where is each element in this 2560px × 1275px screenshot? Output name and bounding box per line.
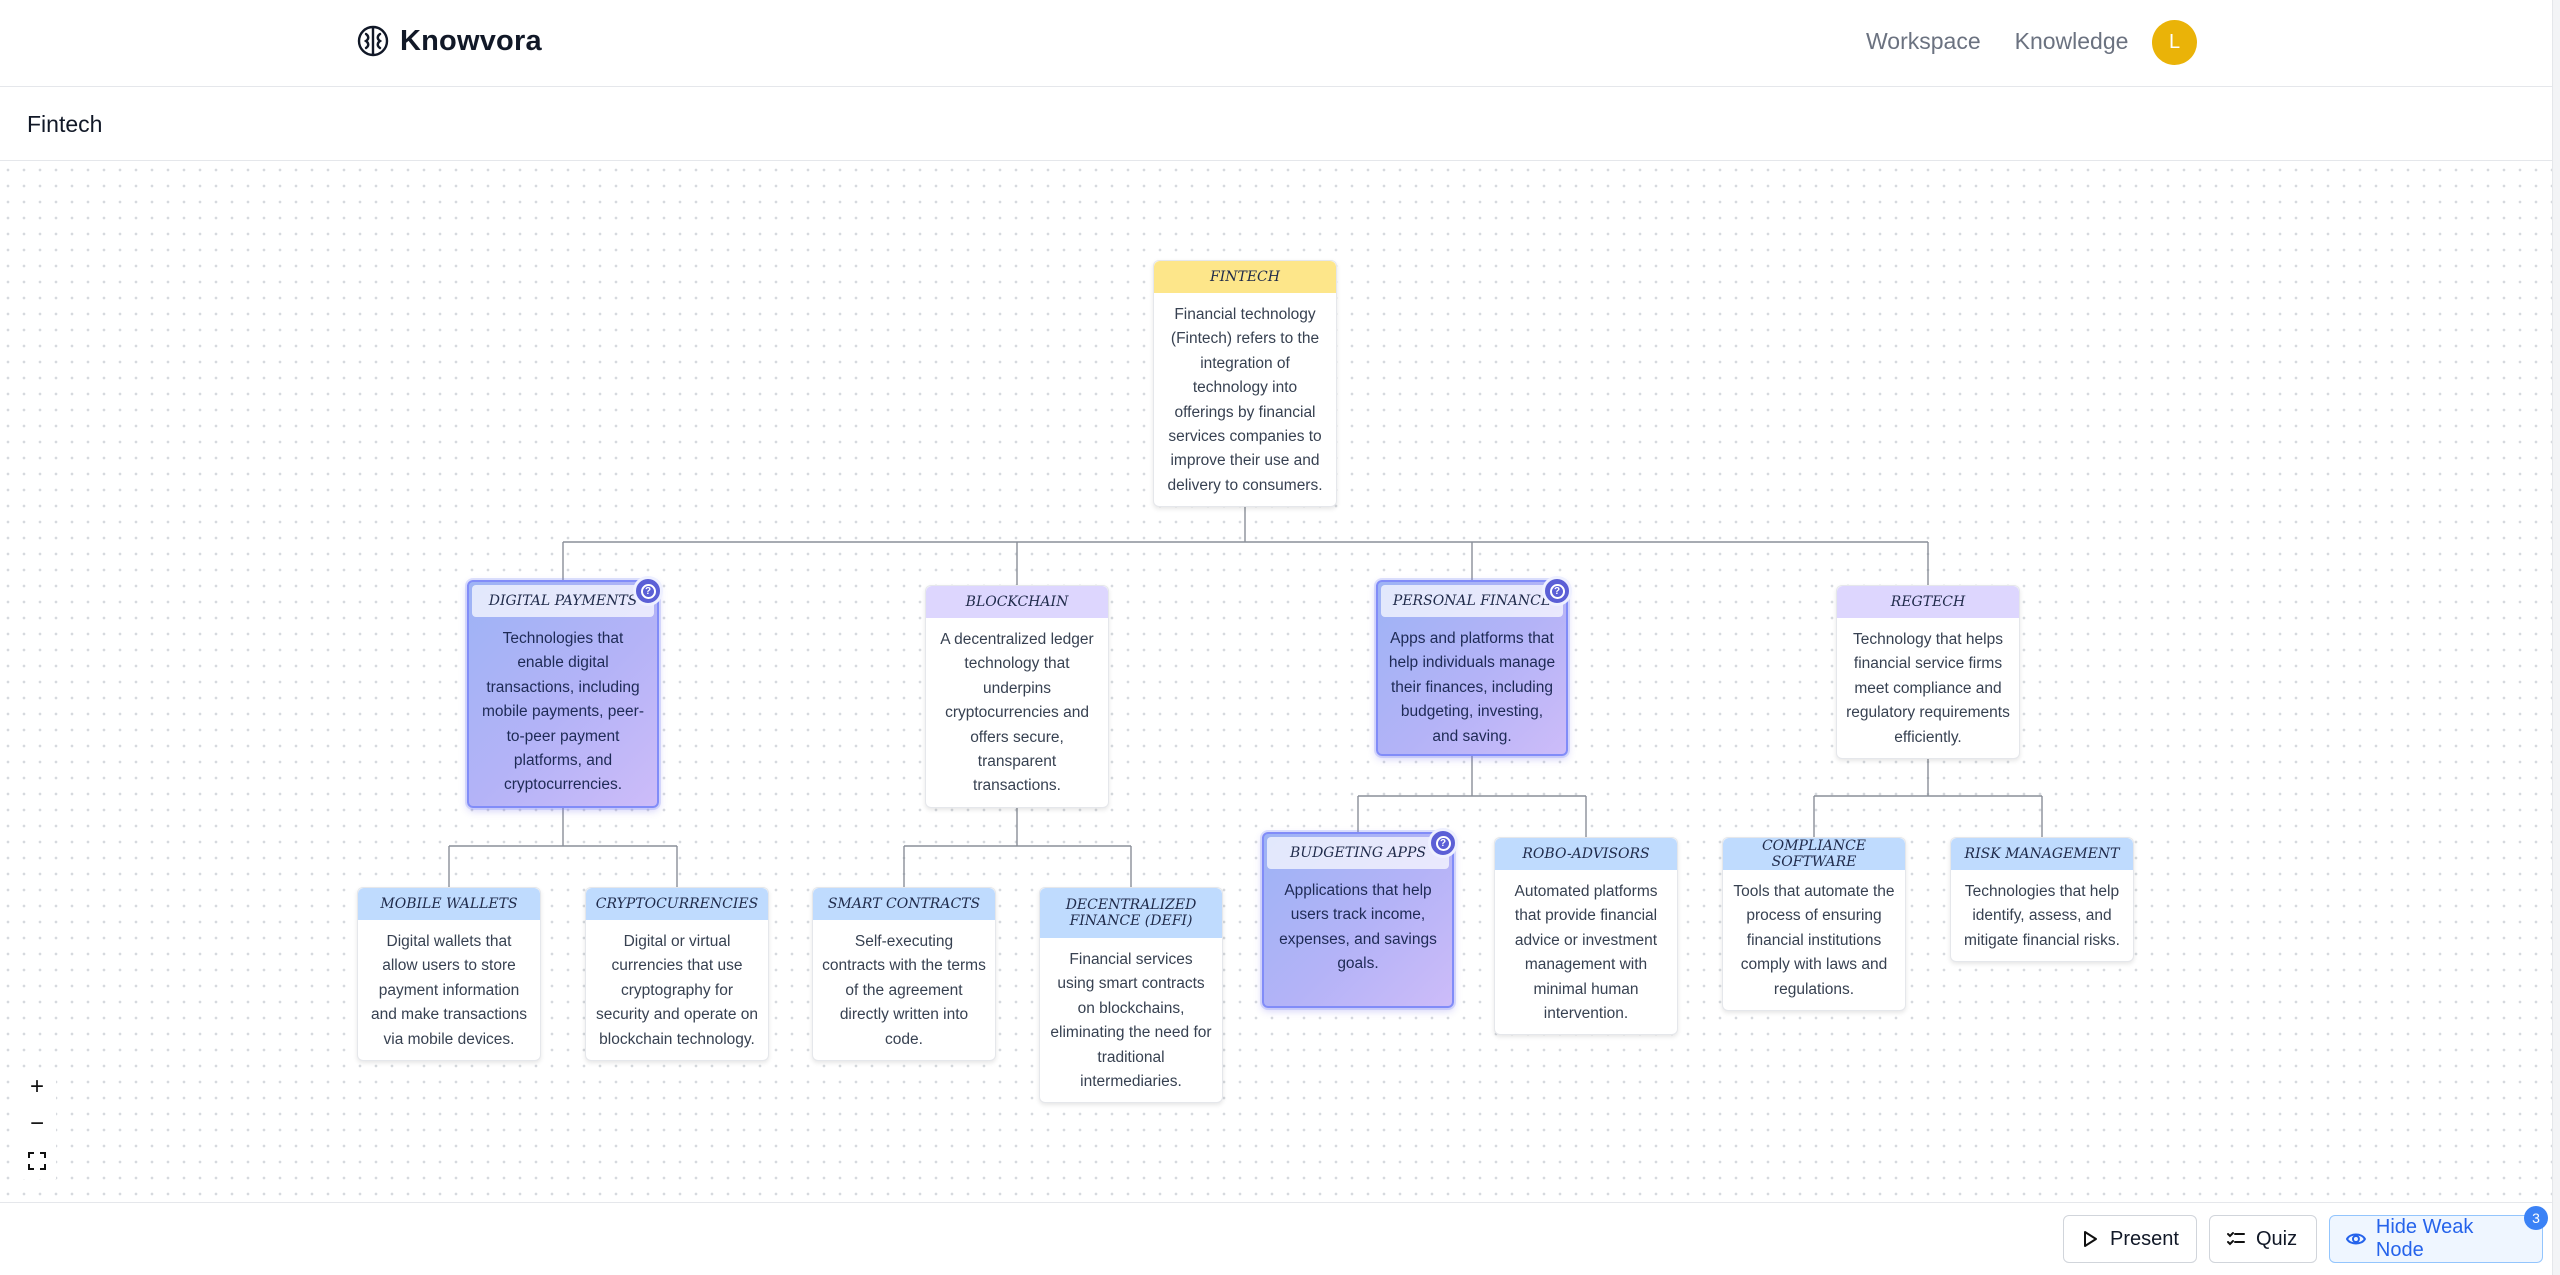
weak-node-count-badge: 3 bbox=[2524, 1206, 2548, 1230]
node-blockchain[interactable]: Blockchain A decentralized ledger techno… bbox=[925, 585, 1109, 808]
user-avatar[interactable]: L bbox=[2152, 20, 2197, 65]
eye-icon bbox=[2346, 1233, 2366, 1245]
node-title: Decentralized Finance (DeFi) bbox=[1040, 888, 1222, 938]
node-description: Technology that helps financial service … bbox=[1846, 631, 2010, 746]
hide-weak-node-button[interactable]: Hide Weak Node 3 bbox=[2329, 1206, 2548, 1263]
node-title: Budgeting Apps bbox=[1267, 837, 1449, 869]
top-nav: Workspace Knowledge bbox=[1866, 28, 2128, 55]
top-header: Knowvora Workspace Knowledge L bbox=[0, 0, 2552, 87]
zoom-out-icon[interactable]: − bbox=[29, 1109, 44, 1137]
node-smart-contracts[interactable]: Smart Contracts Self-executing contracts… bbox=[812, 887, 996, 1062]
brain-logo-icon bbox=[357, 25, 389, 57]
brand[interactable]: Knowvora bbox=[356, 24, 542, 58]
mindmap-canvas[interactable]: Fintech Financial technology (Fintech) r… bbox=[0, 162, 2552, 1202]
nav-workspace-link[interactable]: Workspace bbox=[1866, 28, 1981, 54]
present-button[interactable]: Present bbox=[2063, 1215, 2197, 1263]
quiz-question-icon[interactable]: ? bbox=[633, 576, 663, 606]
node-title: Regtech bbox=[1837, 586, 2019, 618]
node-title: Digital Payments bbox=[472, 585, 654, 617]
node-description: Digital or virtual currencies that use c… bbox=[596, 933, 758, 1048]
node-description: Financial services using smart contracts… bbox=[1050, 951, 1212, 1091]
node-title: Blockchain bbox=[926, 586, 1108, 618]
node-robo-advisors[interactable]: Robo-Advisors Automated platforms that p… bbox=[1494, 837, 1678, 1036]
node-description: Apps and platforms that help individuals… bbox=[1388, 630, 1556, 745]
node-mobile-wallets[interactable]: Mobile Wallets Digital wallets that allo… bbox=[357, 887, 541, 1062]
node-description: Tools that automate the process of ensur… bbox=[1733, 883, 1895, 998]
node-personal-finance[interactable]: Personal Finance Apps and platforms that… bbox=[1376, 576, 1572, 756]
node-description: Technologies that enable digital transac… bbox=[482, 630, 644, 794]
node-description: Automated platforms that provide financi… bbox=[1514, 883, 1658, 1023]
node-title: Risk Management bbox=[1951, 838, 2133, 870]
node-title: Fintech bbox=[1154, 261, 1336, 293]
node-risk-management[interactable]: Risk Management Technologies that help i… bbox=[1950, 837, 2134, 963]
node-description: Technologies that help identify, assess,… bbox=[1964, 883, 2120, 949]
node-cryptocurrencies[interactable]: Cryptocurrencies Digital or virtual curr… bbox=[585, 887, 769, 1062]
node-title: Cryptocurrencies bbox=[586, 888, 768, 920]
hide-weak-node-label: Hide Weak Node bbox=[2375, 1216, 2474, 1261]
node-title: Mobile Wallets bbox=[358, 888, 540, 920]
play-icon bbox=[2084, 1231, 2097, 1247]
nav-knowledge-link[interactable]: Knowledge bbox=[2014, 28, 2129, 54]
document-header: Fintech bbox=[0, 88, 2552, 161]
node-regtech[interactable]: Regtech Technology that helps financial … bbox=[1836, 585, 2020, 760]
quiz-question-icon[interactable]: ? bbox=[1428, 828, 1458, 858]
node-defi[interactable]: Decentralized Finance (DeFi) Financial s… bbox=[1039, 887, 1223, 1104]
node-description: Digital wallets that allow users to stor… bbox=[371, 933, 527, 1048]
node-fintech[interactable]: Fintech Financial technology (Fintech) r… bbox=[1153, 260, 1337, 508]
quiz-question-icon[interactable]: ? bbox=[1542, 576, 1572, 606]
node-title: Smart Contracts bbox=[813, 888, 995, 920]
quiz-button[interactable]: Quiz bbox=[2209, 1215, 2317, 1263]
node-title: Robo-Advisors bbox=[1495, 838, 1677, 870]
bottom-toolbar: Present Quiz Hide Weak Node 3 bbox=[0, 1202, 2552, 1275]
zoom-in-icon[interactable]: + bbox=[29, 1072, 44, 1100]
app-name: Knowvora bbox=[400, 24, 542, 57]
node-title: Personal Finance bbox=[1381, 585, 1563, 617]
checklist-icon bbox=[2227, 1232, 2245, 1246]
node-description: A decentralized ledger technology that u… bbox=[940, 631, 1094, 795]
present-label: Present bbox=[2110, 1227, 2179, 1250]
document-title: Fintech bbox=[27, 111, 103, 137]
node-description: Applications that help users track incom… bbox=[1279, 882, 1437, 973]
fit-view-icon[interactable] bbox=[18, 1142, 56, 1179]
node-budgeting-apps[interactable]: Budgeting Apps Applications that help us… bbox=[1262, 828, 1458, 1008]
vertical-scrollbar[interactable] bbox=[2552, 0, 2560, 1275]
node-digital-payments[interactable]: Digital Payments Technologies that enabl… bbox=[467, 576, 663, 808]
zoom-controls: + − bbox=[18, 1068, 56, 1179]
quiz-label: Quiz bbox=[2256, 1227, 2298, 1250]
node-title: Compliance Software bbox=[1723, 838, 1905, 870]
node-compliance-software[interactable]: Compliance Software Tools that automate … bbox=[1722, 837, 1906, 1012]
node-description: Financial technology (Fintech) refers to… bbox=[1167, 306, 1323, 494]
node-description: Self-executing contracts with the terms … bbox=[822, 933, 986, 1048]
